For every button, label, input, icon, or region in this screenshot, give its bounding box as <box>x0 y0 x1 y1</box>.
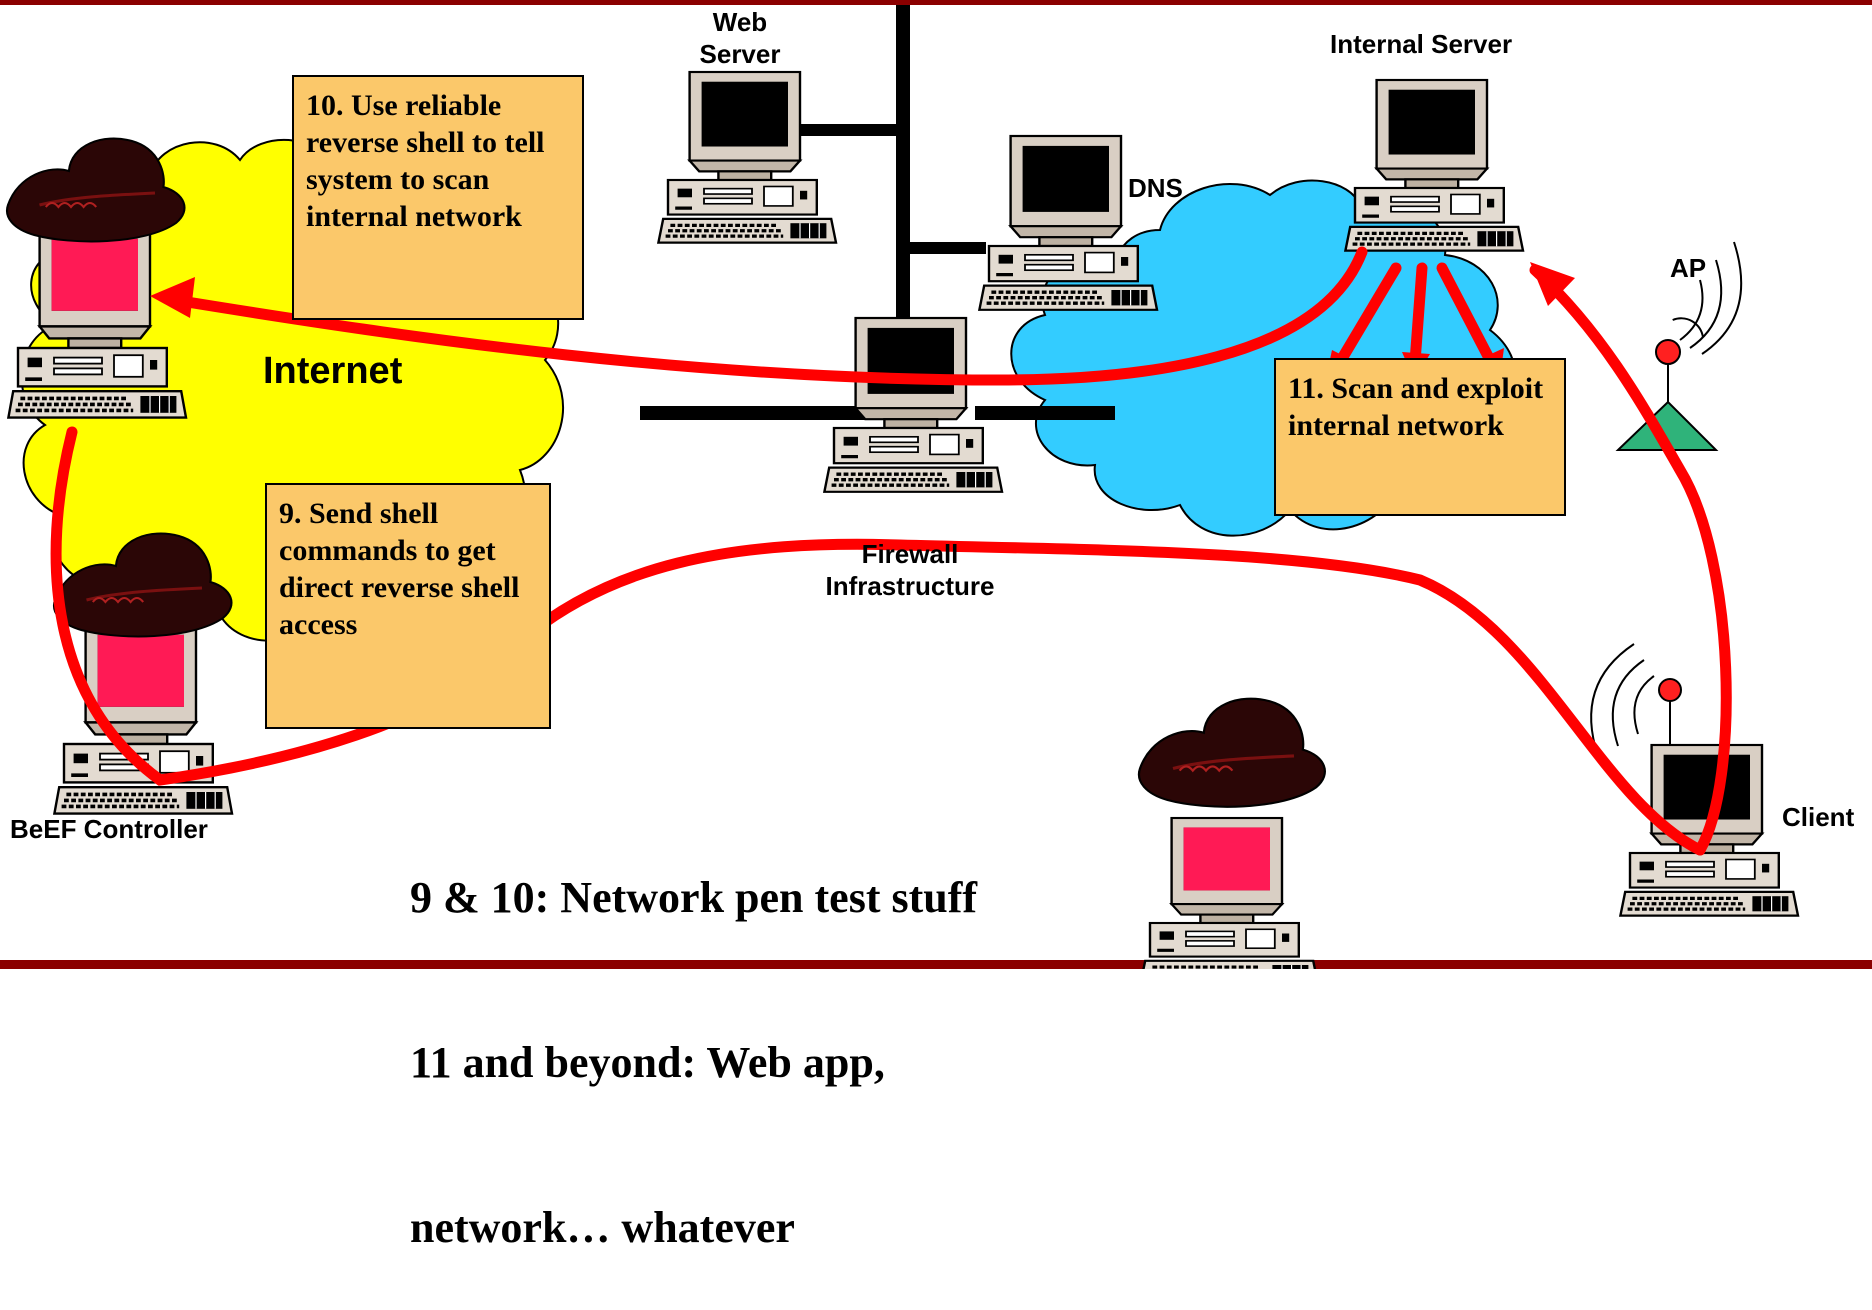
step9-note: 9. Send shell commands to get direct rev… <box>265 483 551 729</box>
victim-computer-icon <box>1140 818 1318 969</box>
firewall-computer-icon <box>822 316 1004 494</box>
dns-label: DNS <box>1128 173 1183 203</box>
client-antenna-icon <box>1658 678 1682 745</box>
ap-signal-waves-icon <box>1672 241 1743 355</box>
summary-line-2: 11 and beyond: Web app, <box>410 1038 885 1087</box>
firewall-label: Firewall Infrastructure <box>825 539 995 601</box>
web-server-label: Web Server <box>699 7 781 69</box>
attacker-hat-icon <box>5 136 187 244</box>
step11-note: 11. Scan and exploit internal network <box>1274 358 1566 516</box>
client-signal-waves-icon <box>1590 643 1655 757</box>
client-label: Client <box>1782 802 1855 832</box>
bottom-frame-bar <box>0 960 1872 969</box>
step10-note: 10. Use reliable reverse shell to tell s… <box>292 75 584 320</box>
ap-label: AP <box>1670 253 1706 283</box>
beef-controller-label: BeEF Controller <box>10 814 208 844</box>
summary-text: 9 & 10: Network pen test stuff 11 and be… <box>410 760 1130 1310</box>
top-frame-bar <box>0 0 1872 5</box>
beef-controller-computer-icon <box>54 624 232 814</box>
summary-line-1: 9 & 10: Network pen test stuff <box>410 873 978 922</box>
internal-server-label: Internal Server <box>1330 29 1512 59</box>
internet-label: Internet <box>263 350 403 392</box>
summary-line-3: network… whatever <box>410 1203 795 1252</box>
victim-hat-icon <box>1137 697 1327 809</box>
web-server-computer-icon <box>656 70 838 245</box>
network-backbone <box>640 5 1115 420</box>
